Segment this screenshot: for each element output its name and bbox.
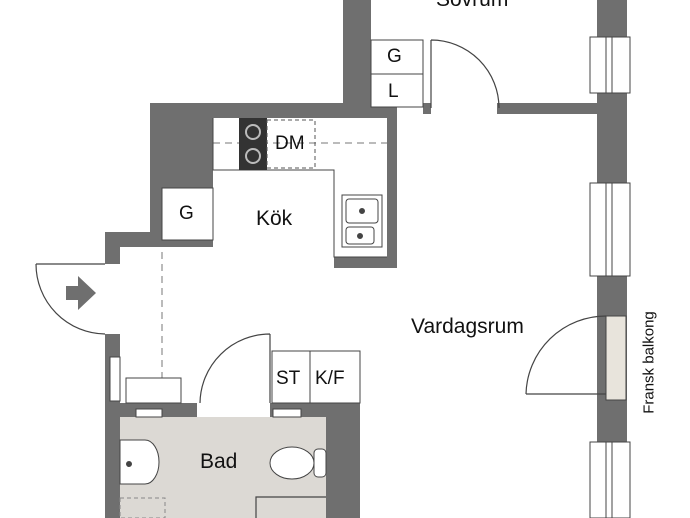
washbasin: [119, 439, 160, 485]
fridge-box: [309, 350, 361, 404]
door-bedroom: [430, 39, 500, 109]
window-1: [589, 36, 631, 94]
wall-bedroom-door-left: [423, 103, 431, 114]
french-balcony-door: [605, 315, 627, 401]
radiator-left: [135, 408, 163, 418]
stove: [239, 118, 316, 170]
room-label-living: Vardagsrum: [411, 315, 524, 338]
radiator-right: [272, 408, 302, 418]
entrance-arrow-icon: [66, 276, 96, 310]
wardrobe-g1-box: [370, 39, 424, 75]
wall-kitchen-left: [150, 103, 213, 188]
fixture-label-dishwasher: DM: [275, 133, 305, 154]
hall-bench: [125, 377, 182, 404]
door-balcony: [525, 315, 607, 395]
window-entrance: [109, 356, 121, 402]
window-2: [589, 182, 631, 277]
room-label-bedroom: Sovrum: [436, 0, 508, 10]
dishwasher-box: [266, 119, 316, 169]
wall-entrance-left-top: [105, 232, 120, 264]
window-3: [589, 441, 631, 518]
wall-kitchen-bottom: [334, 257, 397, 268]
room-label-kitchen: Kök: [256, 207, 293, 230]
bath-fixtures: [119, 408, 327, 518]
wardrobes: [125, 39, 424, 404]
balcony-label: Fransk balkong: [640, 311, 658, 414]
wardrobe-g2-box: [161, 187, 214, 241]
walls: [105, 0, 627, 518]
fixture-label-fridge: K/F: [315, 368, 345, 389]
door-entrance: [35, 263, 106, 335]
wall-bedroom-left: [343, 0, 371, 113]
toilet-bowl: [269, 446, 315, 480]
wall-bedroom-bottom: [497, 103, 597, 114]
fixture-label-wardrobe-g2: G: [179, 203, 194, 224]
toilet-tank: [313, 448, 327, 478]
windows: [109, 36, 631, 518]
wall-bath-right: [326, 403, 360, 518]
room-label-bath: Bad: [200, 450, 238, 473]
shower-rail: [255, 496, 326, 518]
kitchen-sink: [341, 194, 383, 248]
fixture-label-wardrobe-g1: G: [387, 46, 402, 67]
door-bath: [199, 333, 271, 404]
wall-kitchen-right: [387, 103, 397, 268]
fixture-label-linen: L: [388, 81, 399, 102]
wall-kitchen-left-lower: [150, 188, 162, 240]
doors: [35, 39, 607, 404]
fixture-label-storage: ST: [276, 368, 301, 389]
stove-top: [239, 118, 267, 170]
linen-l-box: [370, 73, 424, 108]
